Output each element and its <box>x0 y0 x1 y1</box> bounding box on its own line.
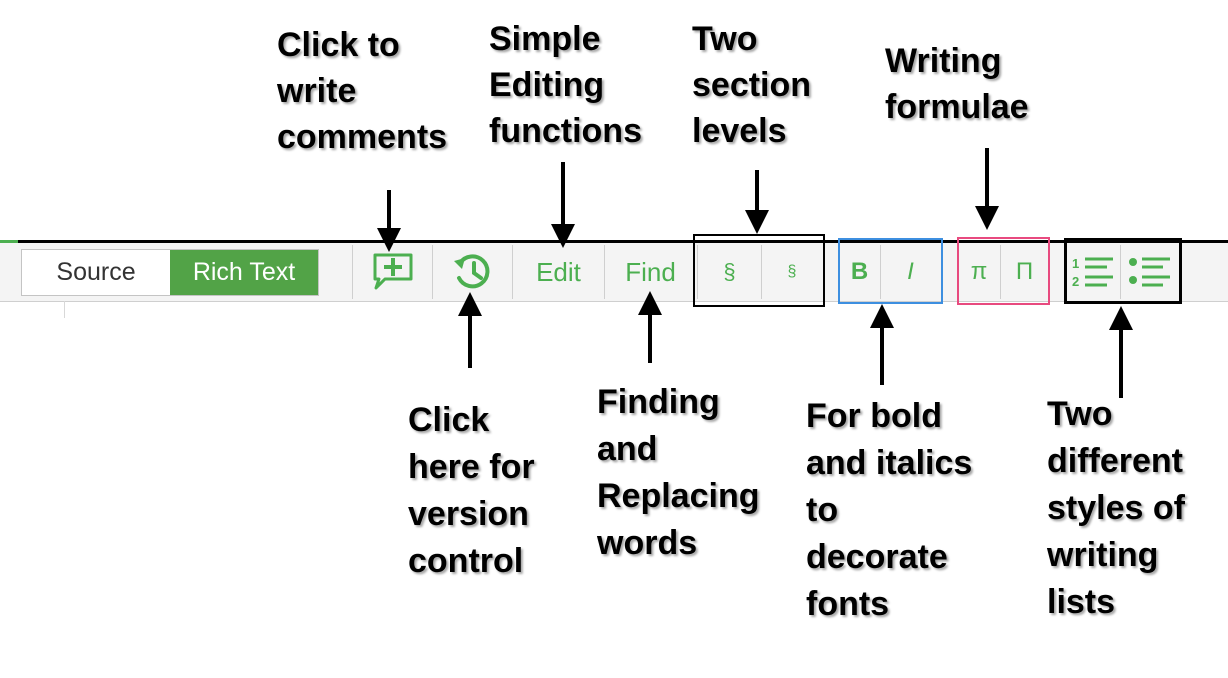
annotation-line: version <box>408 495 529 533</box>
bold-button[interactable]: B <box>850 258 869 285</box>
history-icon <box>453 254 489 289</box>
annotation-line: words <box>597 524 698 562</box>
annotation-line: Finding <box>597 383 720 421</box>
annotation-line: here for <box>408 448 535 486</box>
annotation-line: Click to <box>277 26 400 64</box>
numbered-list-icon: 1 2 <box>1072 256 1113 289</box>
subsection-button[interactable]: § <box>761 245 822 299</box>
annotation-line: lists <box>1047 583 1116 621</box>
svg-text:1: 1 <box>1072 256 1079 271</box>
annotation-line: levels <box>692 112 787 150</box>
version-history-button[interactable] <box>432 245 512 299</box>
annotation-line: writing <box>1047 536 1159 574</box>
annotation-line: section <box>692 66 812 104</box>
svg-text:2: 2 <box>1072 274 1079 289</box>
italic-button[interactable]: I <box>880 245 940 299</box>
editor-mode-toggle: Source Rich Text <box>21 249 319 296</box>
annotation-line: Simple <box>489 20 601 58</box>
section-button[interactable]: § <box>697 245 761 299</box>
numbered-list-button[interactable]: 1 2 <box>1067 245 1120 299</box>
annotation-line: comments <box>277 118 448 156</box>
find-annotation: Finding and Replacing words <box>597 379 759 567</box>
annotation-line: and <box>597 430 658 468</box>
bulleted-list-icon <box>1129 257 1170 287</box>
annotation-line: functions <box>489 112 642 150</box>
annotation-line: Click <box>408 401 490 439</box>
toolbar-top-border <box>0 240 1228 243</box>
lists-annotation: Two different styles of writing lists <box>1047 391 1185 626</box>
annotation-line: to <box>806 491 839 529</box>
annotation-line: Two <box>1047 395 1113 433</box>
annotation-line: write <box>277 72 357 110</box>
inline-formula-button[interactable]: π <box>970 258 988 285</box>
find-button[interactable]: Find <box>604 245 696 299</box>
annotation-line: For bold <box>806 397 942 435</box>
sections-annotation: Two section levels <box>692 16 811 154</box>
annotation-line: styles of <box>1047 489 1185 527</box>
bold-italic-annotation: For bold and italics to decorate fonts <box>806 393 972 628</box>
annotation-line: Writing <box>885 42 1002 80</box>
add-comment-button[interactable] <box>352 245 432 299</box>
comments-annotation: Click to write comments <box>277 22 447 160</box>
editor-cursor <box>64 301 65 318</box>
annotation-line: Replacing <box>597 477 760 515</box>
editing-annotation: Simple Editing functions <box>489 16 642 154</box>
bulleted-list-button[interactable] <box>1120 245 1179 299</box>
annotation-line: formulae <box>885 88 1029 126</box>
rich-text-mode-button[interactable]: Rich Text <box>170 250 318 295</box>
formulae-annotation: Writing formulae <box>885 38 1029 130</box>
toolbar-accent-line <box>0 240 18 243</box>
annotation-line: different <box>1047 442 1183 480</box>
edit-button[interactable]: Edit <box>512 245 604 299</box>
annotation-line: Two <box>692 20 758 58</box>
annotation-line: control <box>408 542 524 580</box>
annotation-line: decorate <box>806 538 948 576</box>
source-mode-button[interactable]: Source <box>56 258 136 286</box>
annotation-line: and italics <box>806 444 973 482</box>
annotation-line: Editing <box>489 66 605 104</box>
version-annotation: Click here for version control <box>408 397 535 585</box>
annotation-line: fonts <box>806 585 890 623</box>
add-comment-icon <box>373 253 412 290</box>
display-formula-button[interactable]: Π <box>1000 245 1048 299</box>
